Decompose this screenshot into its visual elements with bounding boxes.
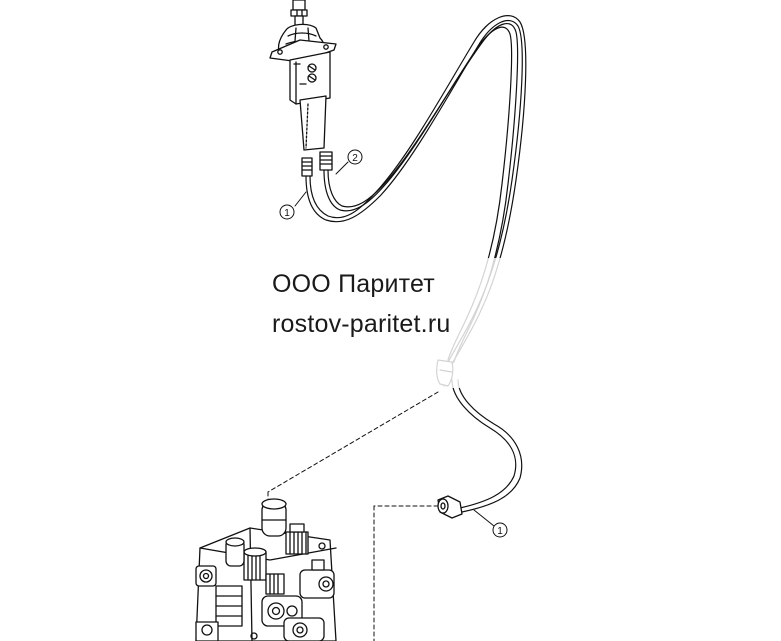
hose-fitting-left [301, 157, 313, 177]
callout-1-top-label: 1 [284, 208, 290, 219]
watermark-website[interactable]: rostov-paritet.ru [272, 310, 451, 338]
callout-1-bottom: 1 [473, 509, 508, 538]
valve-solenoid-bottom [283, 617, 325, 641]
valve-knurled-cap-center [243, 547, 267, 581]
elbow-fitting [437, 495, 463, 519]
callout-1-top: 1 [279, 191, 307, 220]
valve-bolt [250, 542, 326, 640]
control-valve-block [195, 498, 337, 641]
valve-solenoid-right [299, 559, 335, 599]
joystick-control-unit [269, 0, 337, 151]
valve-cylinder-left [225, 537, 245, 567]
valve-spool-lower-left [215, 585, 243, 627]
joystick-port-block [299, 95, 327, 151]
callout-2-top-label: 2 [352, 153, 358, 164]
valve-knurled-cap-lower [265, 573, 285, 595]
joystick-lever [290, 0, 308, 27]
watermark-company-name: ООО Паритет [272, 270, 435, 298]
valve-fitting-bottom-left [195, 621, 219, 641]
valve-port-left [195, 565, 217, 587]
valve-knurled-cap-right [285, 523, 309, 555]
hose-fitting-right [319, 151, 333, 171]
joystick-valve-body [289, 51, 331, 105]
callout-1-bottom-label: 1 [497, 526, 503, 537]
callout-2-top: 2 [335, 149, 363, 175]
watermark-background [250, 258, 535, 388]
valve-top-tube [261, 498, 287, 537]
joystick-mounting-plate [269, 39, 337, 63]
